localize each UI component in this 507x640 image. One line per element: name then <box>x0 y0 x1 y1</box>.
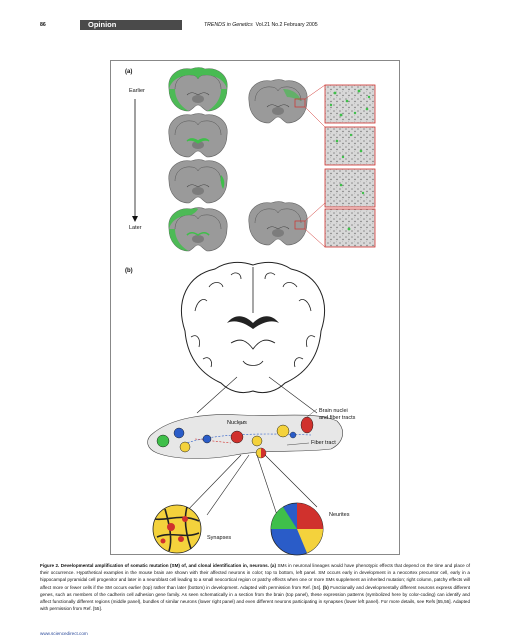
panel-b-label: (b) <box>125 268 133 274</box>
caption-title: Developmental amplification of somatic m… <box>60 563 269 568</box>
neurites-label: Neurites <box>329 512 350 518</box>
zoom-panel-2 <box>324 126 376 166</box>
journal-name: TRENDS in Genetics <box>204 22 253 28</box>
brain-nuclei-label-line1: Brain nuclei <box>319 408 348 414</box>
later-label: Later <box>129 225 142 231</box>
caption-panel-b-text: Functionally and developmentally differe… <box>40 584 471 612</box>
fiber-tract-label: Fiber tract <box>311 440 336 446</box>
neuron-cells <box>156 416 314 459</box>
footer-url[interactable]: www.sciencedirect.com <box>40 631 88 636</box>
caption-panel-b-tag: (b) <box>322 584 329 590</box>
nucleus-label: Nucleus <box>227 420 247 426</box>
figure-caption: Figure 2. Developmental amplification of… <box>40 562 470 612</box>
zoom-panel-4 <box>324 208 376 248</box>
tissue-strip <box>147 414 343 459</box>
neurites-circle <box>270 502 324 556</box>
journal-info: TRENDS in Genetics Vol.21 No.2 February … <box>204 22 318 28</box>
brain-slice-4 <box>168 207 228 252</box>
brain-slice-right-bottom <box>248 201 308 246</box>
brain-nuclei-label-line2: and fiber tracts <box>319 415 356 421</box>
caption-figure-label: Figure 2. <box>40 563 60 568</box>
earlier-label: Earlier <box>129 88 145 94</box>
figure-2: (a) Earlier Later (b) <box>110 60 400 556</box>
brain-section-outline <box>181 261 325 394</box>
panel-a-label: (a) <box>125 69 133 75</box>
brain-slice-right-top <box>248 79 308 124</box>
journal-details: Vol.21 No.2 February 2005 <box>255 22 318 28</box>
page-header: 86 Opinion TRENDS in Genetics Vol.21 No.… <box>40 20 470 30</box>
zoom-panel-3 <box>324 168 376 208</box>
synapses-circle <box>152 504 202 554</box>
synapses-label: Synapses <box>207 535 232 541</box>
timeline-arrow-head <box>132 216 138 222</box>
brain-slice-2 <box>168 113 228 158</box>
page-number: 86 <box>40 22 46 28</box>
brain-slice-1 <box>168 67 228 112</box>
brain-slice-3 <box>168 159 228 204</box>
section-tab: Opinion <box>80 20 182 30</box>
caption-panel-a-text: SMs in neuronal lineages would have phen… <box>40 563 470 590</box>
caption-panel-a-tag: (a) <box>270 563 277 568</box>
figure-artwork <box>132 67 376 556</box>
zoom-panel-1 <box>324 84 376 124</box>
